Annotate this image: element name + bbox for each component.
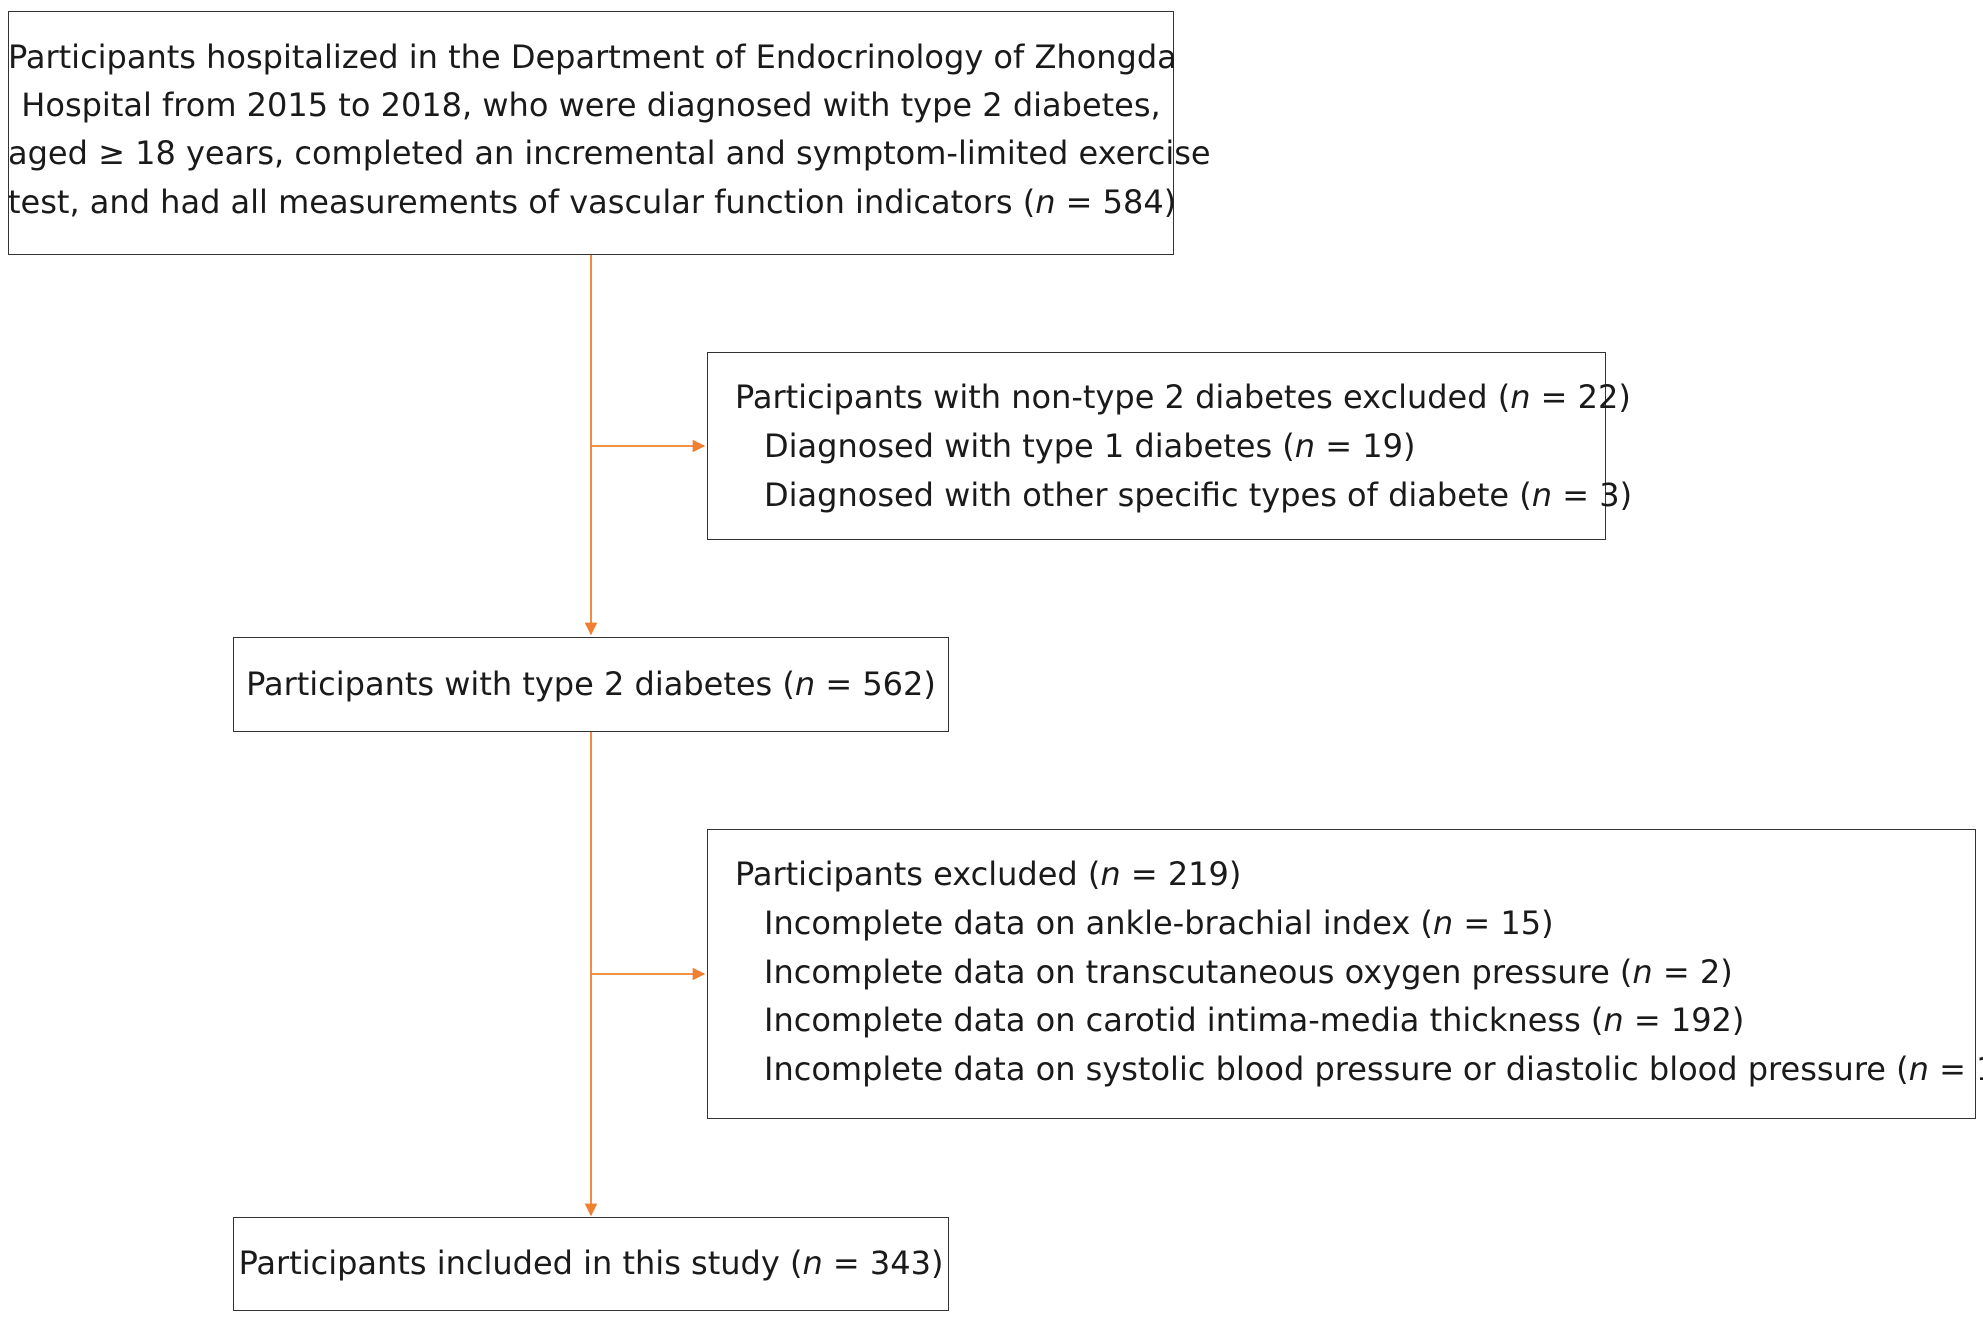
n-symbol: n	[1432, 904, 1454, 942]
n-symbol: n	[1100, 855, 1121, 893]
n-symbol: n	[1294, 427, 1316, 465]
exclusion-2-item-4: Incomplete data on systolic blood pressu…	[764, 1049, 1983, 1089]
count-value: = 3)	[1552, 476, 1633, 514]
exclusion-2-header: Participants excluded (n = 219)	[735, 854, 1241, 894]
exclusion-2-item-3: Incomplete data on carotid intima-media …	[764, 1000, 1744, 1040]
exclusion-2-header-text: Participants excluded (	[735, 855, 1101, 893]
exclusion-2-item-4-text: Incomplete data on systolic blood pressu…	[764, 1050, 1909, 1088]
exclusion-1-item-2-text: Diagnosed with other specific types of d…	[764, 476, 1532, 514]
count-value: = 219)	[1120, 855, 1242, 893]
type2-box	[233, 637, 949, 732]
final-box	[233, 1217, 949, 1311]
exclusion-1-item-2: Diagnosed with other specific types of d…	[764, 475, 1632, 515]
count-value: = 562)	[815, 665, 936, 703]
type2-label: Participants with type 2 diabetes (n = 5…	[233, 664, 949, 704]
type2-text: Participants with type 2 diabetes (	[246, 665, 795, 703]
exclusion-2-item-1: Incomplete data on ankle-brachial index …	[764, 903, 1554, 943]
count-value: = 584)	[1055, 183, 1177, 221]
count-value: = 10)	[1939, 1050, 1983, 1088]
exclusion-1-header: Participants with non-type 2 diabetes ex…	[735, 377, 1631, 417]
n-symbol: n	[1603, 1001, 1624, 1039]
start-line-4-text: test, and had all measurements of vascul…	[8, 183, 1036, 221]
count-value: = 343)	[822, 1244, 944, 1282]
start-box	[8, 11, 1174, 255]
exclusion-2-item-1-text: Incomplete data on ankle-brachial index …	[764, 904, 1433, 942]
start-line-1: Participants hospitalized in the Departm…	[8, 38, 1177, 76]
start-line-2: Hospital from 2015 to 2018, who were dia…	[21, 86, 1161, 124]
count-value: = 2)	[1652, 953, 1733, 991]
n-symbol: n	[794, 665, 816, 703]
final-text: Participants included in this study (	[238, 1244, 803, 1282]
exclusion-box-1	[707, 352, 1606, 540]
exclusion-box-2	[707, 829, 1976, 1119]
exclusion-1-item-1-text: Diagnosed with type 1 diabetes (	[764, 427, 1295, 465]
n-symbol: n	[1531, 476, 1553, 514]
count-value: = 192)	[1623, 1001, 1745, 1039]
n-symbol: n	[802, 1244, 823, 1282]
exclusion-1-header-text: Participants with non-type 2 diabetes ex…	[735, 378, 1511, 416]
n-symbol: n	[1035, 183, 1056, 221]
n-symbol: n	[1632, 953, 1653, 991]
final-label: Participants included in this study (n =…	[233, 1243, 949, 1283]
exclusion-2-item-2-text: Incomplete data on transcutaneous oxygen…	[764, 953, 1633, 991]
n-symbol: n	[1908, 1050, 1929, 1088]
exclusion-1-item-1: Diagnosed with type 1 diabetes (n = 19)	[764, 426, 1415, 466]
count-value: = 19)	[1315, 427, 1416, 465]
n-symbol: n	[1510, 378, 1531, 416]
count-value: = 15)	[1453, 904, 1554, 942]
exclusion-2-item-3-text: Incomplete data on carotid intima-media …	[764, 1001, 1604, 1039]
count-value: = 22)	[1530, 378, 1631, 416]
exclusion-2-item-2: Incomplete data on transcutaneous oxygen…	[764, 952, 1733, 992]
start-line-3: aged ≥ 18 years, completed an incrementa…	[8, 134, 1211, 172]
start-line-4: test, and had all measurements of vascul…	[8, 182, 1177, 222]
